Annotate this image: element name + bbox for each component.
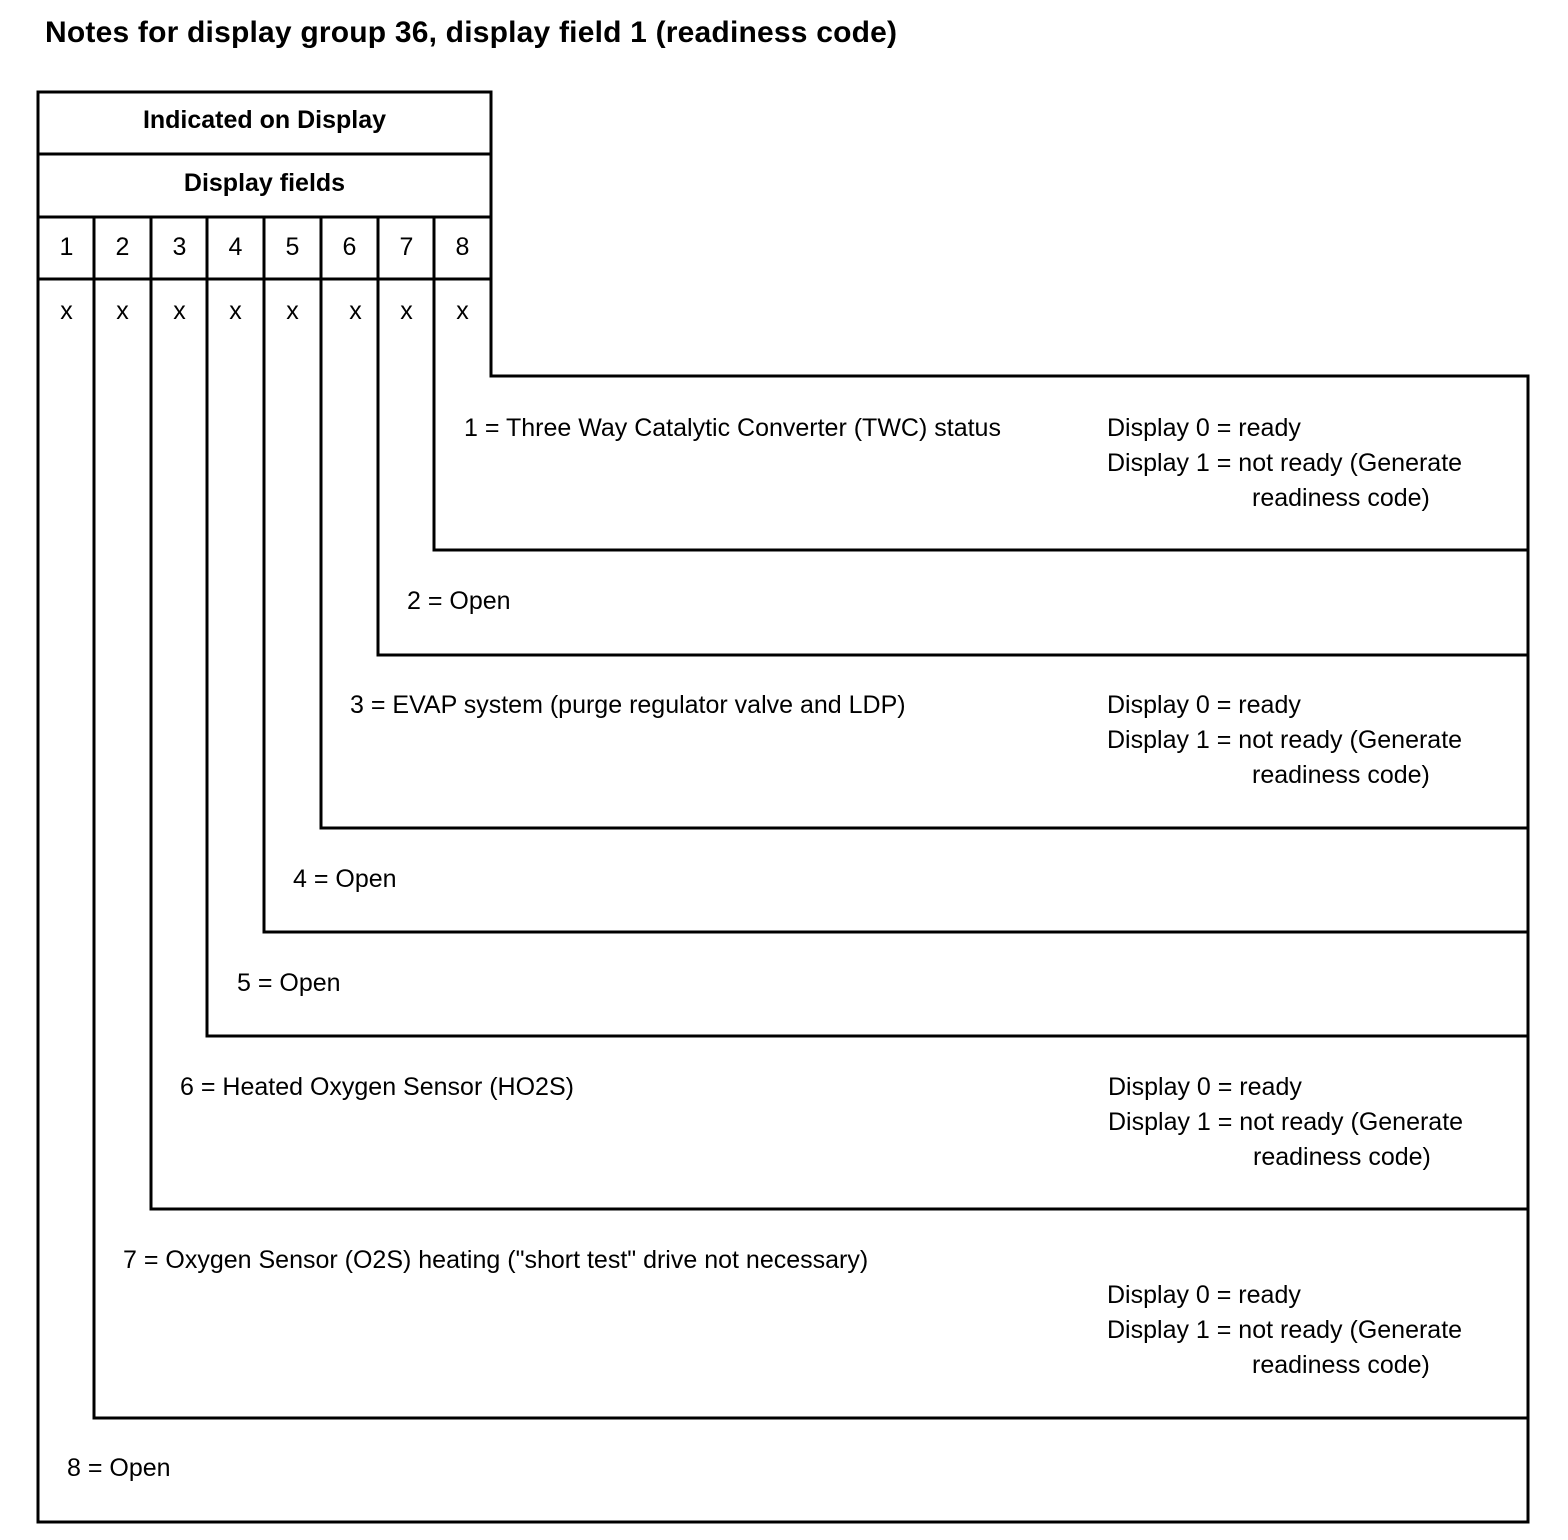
description-field-4: 4 = Open: [293, 865, 397, 893]
bracket-field-1: [92, 215, 1530, 1420]
status-block-field-1: Display 0 = ready Display 1 = not ready …: [1107, 411, 1462, 516]
field-number: 2: [115, 233, 130, 261]
status-not-ready: Display 1 = not ready (Generate: [1107, 726, 1463, 754]
description-field-1: 1 = Three Way Catalytic Converter (TWC) …: [464, 414, 1001, 442]
page-title: Notes for display group 36, display fiel…: [45, 16, 898, 49]
field-mark: x: [456, 297, 469, 325]
status-ready: Display 0 = ready: [1108, 1073, 1302, 1101]
bracket-field-4: [262, 215, 1530, 934]
field-number: 3: [172, 233, 187, 261]
status-not-ready: Display 1 = not ready (Generate: [1107, 449, 1463, 477]
field-mark: x: [349, 297, 362, 325]
status-block-field-3: Display 0 = ready Display 1 = not ready …: [1107, 688, 1462, 793]
field-mark: x: [400, 297, 413, 325]
status-ready: Display 0 = ready: [1107, 414, 1301, 442]
bracket-field-5: [319, 215, 1530, 830]
description-field-6: 6 = Heated Oxygen Sensor (HO2S): [180, 1073, 574, 1101]
status-not-ready-cont: readiness code): [1252, 484, 1430, 512]
bracket-field-3: [205, 215, 1530, 1038]
field-mark: x: [229, 297, 242, 325]
status-not-ready-cont: readiness code): [1253, 1143, 1431, 1171]
field-number: 7: [399, 233, 414, 261]
bracket-field-7: [432, 215, 1530, 552]
field-number: 8: [455, 233, 470, 261]
bracket-field-2: [149, 215, 1530, 1211]
status-block-field-7: Display 0 = ready Display 1 = not ready …: [1107, 1278, 1462, 1383]
field-mark: x: [116, 297, 129, 325]
display-fields-heading: Display fields: [183, 169, 346, 197]
bracket-field-8: [489, 215, 1530, 378]
bracket-field-6: [376, 215, 1530, 657]
field-number: 1: [59, 233, 74, 261]
field-number: 5: [285, 233, 300, 261]
field-number: 4: [228, 233, 243, 261]
status-block-field-6: Display 0 = ready Display 1 = not ready …: [1108, 1070, 1463, 1175]
description-field-2: 2 = Open: [407, 587, 511, 615]
description-field-5: 5 = Open: [237, 969, 341, 997]
status-not-ready-cont: readiness code): [1252, 761, 1430, 789]
status-not-ready: Display 1 = not ready (Generate: [1107, 1316, 1463, 1344]
description-field-7: 7 = Oxygen Sensor (O2S) heating ("short …: [123, 1246, 869, 1274]
field-number: 6: [342, 233, 357, 261]
field-mark: x: [60, 297, 73, 325]
status-ready: Display 0 = ready: [1107, 1281, 1301, 1309]
indicated-on-display-heading: Indicated on Display: [142, 106, 387, 134]
description-field-3: 3 = EVAP system (purge regulator valve a…: [350, 691, 906, 719]
field-mark: x: [286, 297, 299, 325]
status-not-ready-cont: readiness code): [1252, 1351, 1430, 1379]
field-mark: x: [173, 297, 186, 325]
status-ready: Display 0 = ready: [1107, 691, 1301, 719]
status-not-ready: Display 1 = not ready (Generate: [1108, 1108, 1464, 1136]
description-field-8: 8 = Open: [67, 1454, 171, 1482]
